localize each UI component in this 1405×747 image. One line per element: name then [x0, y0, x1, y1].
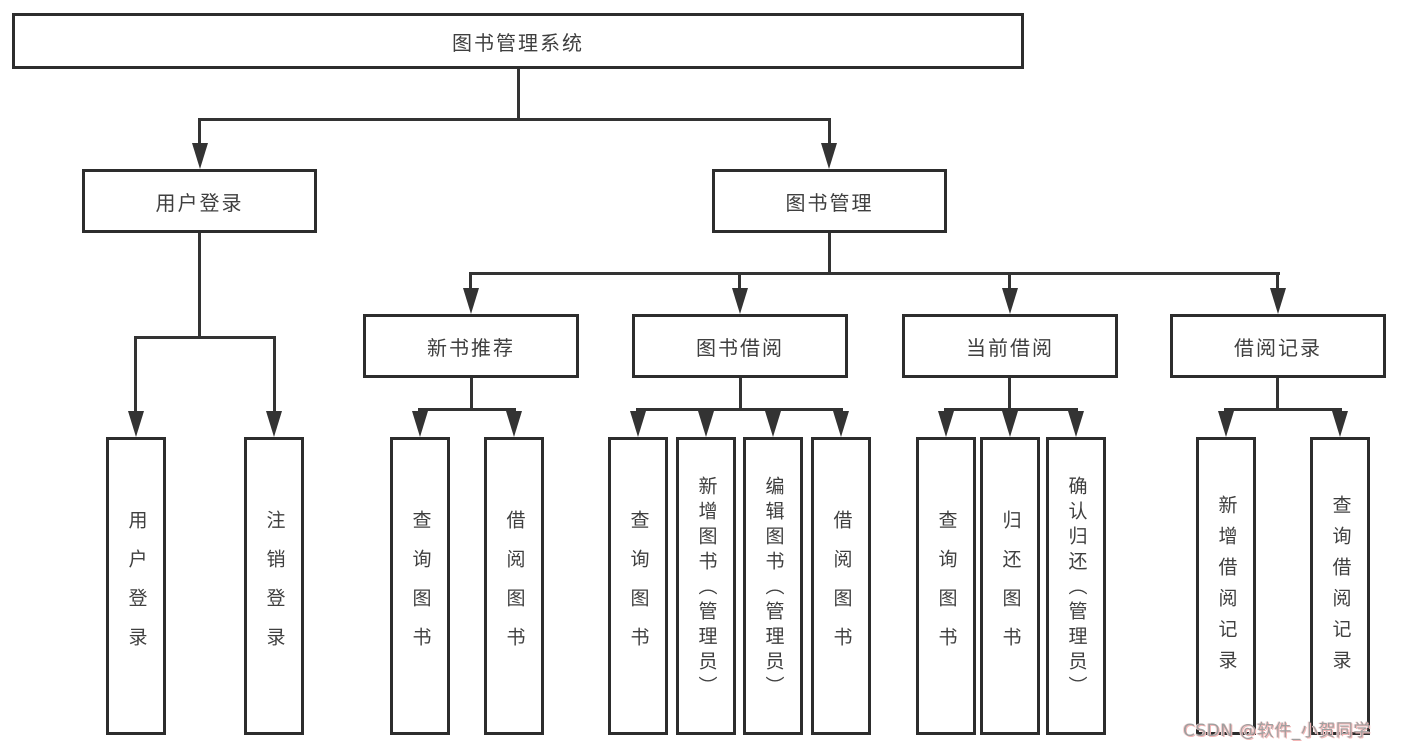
node-book-management: 图书管理	[712, 169, 947, 233]
leaf-user-login: 用户登录	[106, 437, 166, 735]
leaf-query-books-borrow: 查询图书	[608, 437, 668, 735]
connector-line	[469, 272, 1280, 275]
connector-line	[198, 118, 201, 152]
connector-line	[1224, 408, 1342, 411]
connector-line	[828, 233, 831, 275]
arrowhead-down-icon	[765, 411, 781, 437]
leaf-query-books-current: 查询图书	[916, 437, 976, 735]
connector-line	[418, 408, 516, 411]
connector-line	[517, 69, 520, 121]
connector-line	[1008, 378, 1011, 411]
arrowhead-down-icon	[1002, 411, 1018, 437]
connector-line	[944, 408, 1078, 411]
node-root: 图书管理系统	[12, 13, 1024, 69]
leaf-logout: 注销登录	[244, 437, 304, 735]
arrowhead-down-icon	[1068, 411, 1084, 437]
watermark: CSDN @软件_小贺同学	[1183, 721, 1371, 741]
connector-line	[636, 408, 843, 411]
arrowhead-down-icon	[506, 411, 522, 437]
connector-line	[1276, 378, 1279, 411]
arrowhead-down-icon	[630, 411, 646, 437]
connector-line	[469, 272, 472, 292]
connector-line	[198, 233, 201, 339]
arrowhead-down-icon	[192, 143, 208, 169]
connector-line	[739, 378, 742, 411]
node-new-book-recommend: 新书推荐	[363, 314, 579, 378]
connector-line	[470, 378, 473, 411]
connector-line	[134, 336, 137, 414]
node-borrow-records: 借阅记录	[1170, 314, 1386, 378]
leaf-return-book: 归还图书	[980, 437, 1040, 735]
arrowhead-down-icon	[266, 411, 282, 437]
connector-line	[198, 118, 831, 121]
node-current-borrow: 当前借阅	[902, 314, 1118, 378]
arrowhead-down-icon	[1002, 288, 1018, 314]
arrowhead-down-icon	[1270, 288, 1286, 314]
connector-line	[1008, 272, 1011, 292]
arrowhead-down-icon	[938, 411, 954, 437]
leaf-query-books-recommend: 查询图书	[390, 437, 450, 735]
connector-line	[828, 118, 831, 152]
arrowhead-down-icon	[1218, 411, 1234, 437]
leaf-query-borrow-record: 查询借阅记录	[1310, 437, 1370, 735]
leaf-add-borrow-record: 新增借阅记录	[1196, 437, 1256, 735]
connector-line	[1276, 272, 1279, 292]
leaf-add-book-admin: 新增图书（管理员）	[676, 437, 736, 735]
arrowhead-down-icon	[1332, 411, 1348, 437]
arrowhead-down-icon	[732, 288, 748, 314]
connector-line	[134, 336, 276, 339]
arrowhead-down-icon	[833, 411, 849, 437]
connector-line	[738, 272, 741, 292]
leaf-borrow-books-borrow: 借阅图书	[811, 437, 871, 735]
leaf-borrow-books-recommend: 借阅图书	[484, 437, 544, 735]
arrowhead-down-icon	[128, 411, 144, 437]
arrowhead-down-icon	[698, 411, 714, 437]
node-user-login: 用户登录	[82, 169, 317, 233]
leaf-edit-book-admin: 编辑图书（管理员）	[743, 437, 803, 735]
node-book-borrow: 图书借阅	[632, 314, 848, 378]
leaf-confirm-return-admin: 确认归还（管理员）	[1046, 437, 1106, 735]
arrowhead-down-icon	[412, 411, 428, 437]
arrowhead-down-icon	[821, 143, 837, 169]
arrowhead-down-icon	[463, 288, 479, 314]
connector-line	[273, 336, 276, 414]
